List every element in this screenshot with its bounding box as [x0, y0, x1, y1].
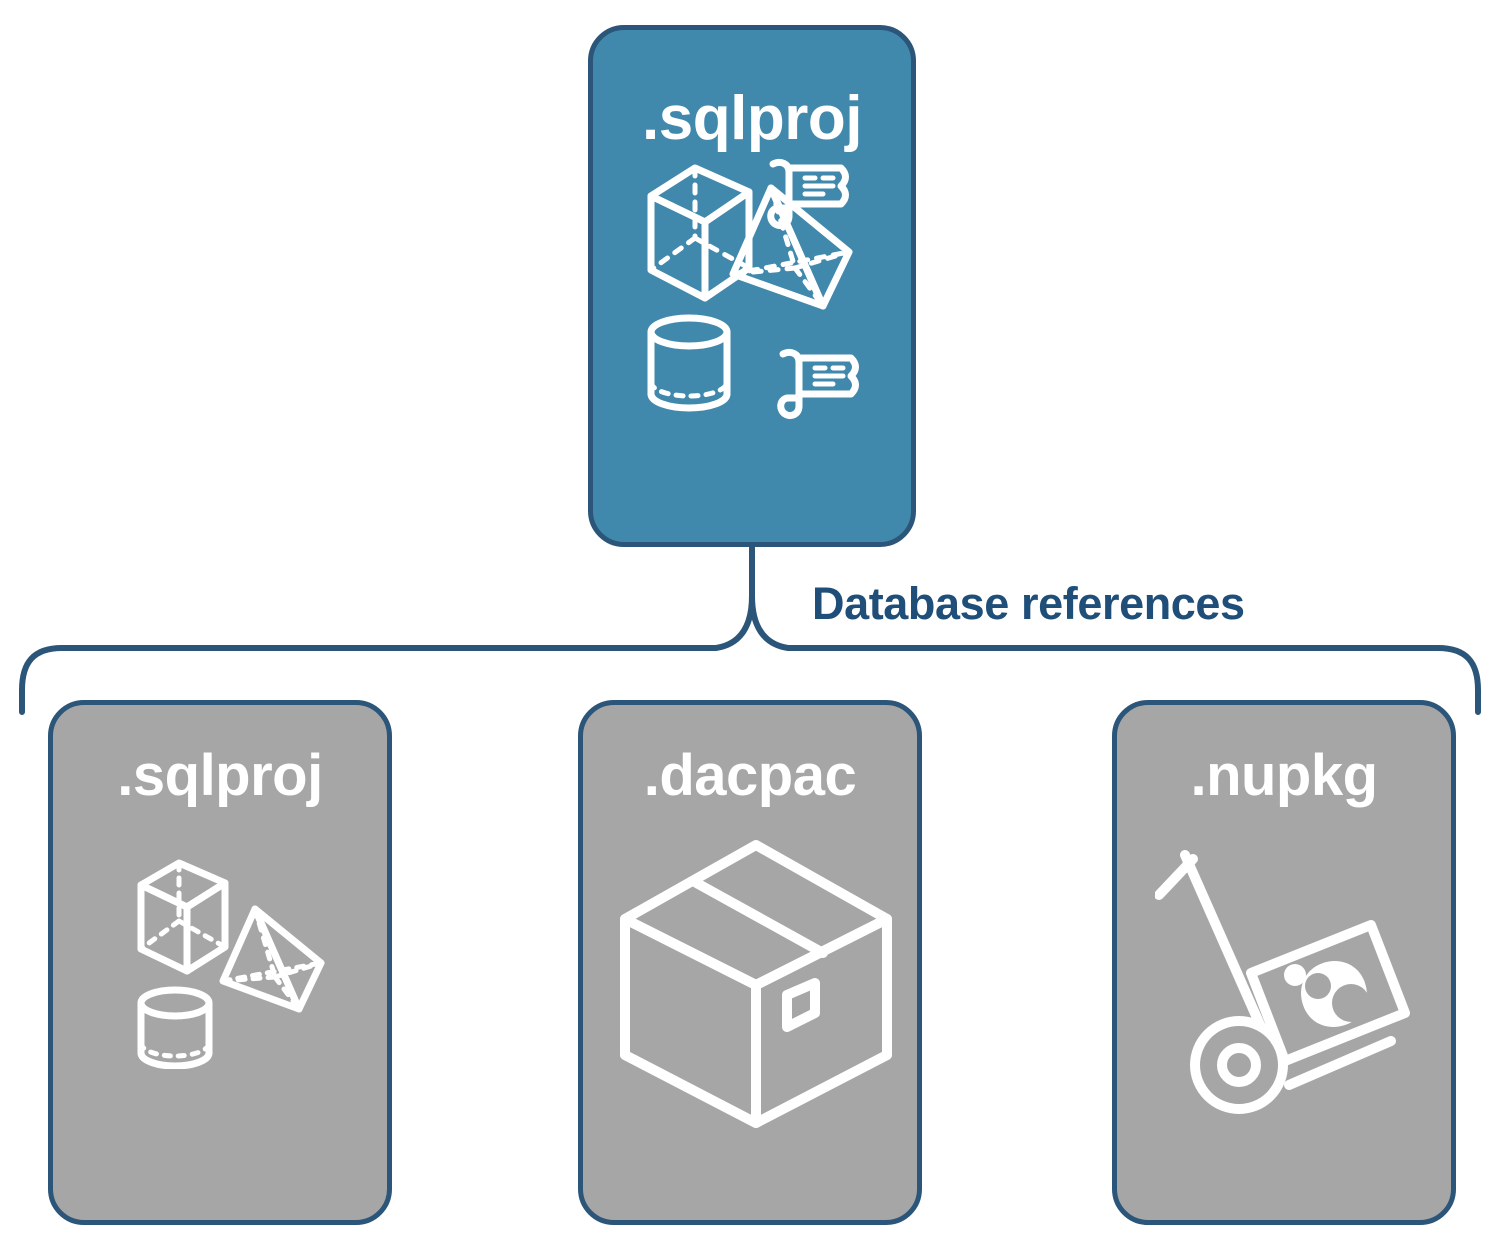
connector-brace: [0, 540, 1500, 720]
pyramid-icon: [729, 184, 853, 310]
node-label-root-sqlproj: .sqlproj: [642, 84, 862, 153]
node-label-ref-sqlproj: .sqlproj: [117, 743, 323, 808]
node-card-ref-nupkg[interactable]: .nupkg: [1112, 700, 1456, 1225]
node-label-ref-dacpac: .dacpac: [643, 743, 857, 808]
scroll-icon-bottom: [777, 348, 859, 420]
root-node-icon-group: [637, 152, 877, 424]
ref-dacpac-icon-group: [601, 823, 911, 1133]
node-label-ref-nupkg: .nupkg: [1190, 743, 1378, 808]
ref-sqlproj-icon-group: [131, 853, 339, 1069]
node-card-root-sqlproj[interactable]: .sqlproj: [588, 25, 916, 547]
pyramid-icon: [219, 905, 325, 1013]
node-card-ref-dacpac[interactable]: .dacpac: [578, 700, 922, 1225]
ref-nupkg-icon-group: [1155, 845, 1433, 1117]
connector-label: Database references: [812, 578, 1245, 629]
hand-truck-package-icon: [1155, 850, 1410, 1114]
package-box-icon: [620, 840, 892, 1128]
cylinder-icon: [647, 314, 731, 412]
cube-icon: [647, 164, 753, 302]
node-card-ref-sqlproj[interactable]: .sqlproj: [48, 700, 392, 1225]
scroll-icon-top: [767, 158, 849, 230]
cube-icon: [137, 859, 229, 975]
cylinder-icon: [137, 986, 213, 1069]
